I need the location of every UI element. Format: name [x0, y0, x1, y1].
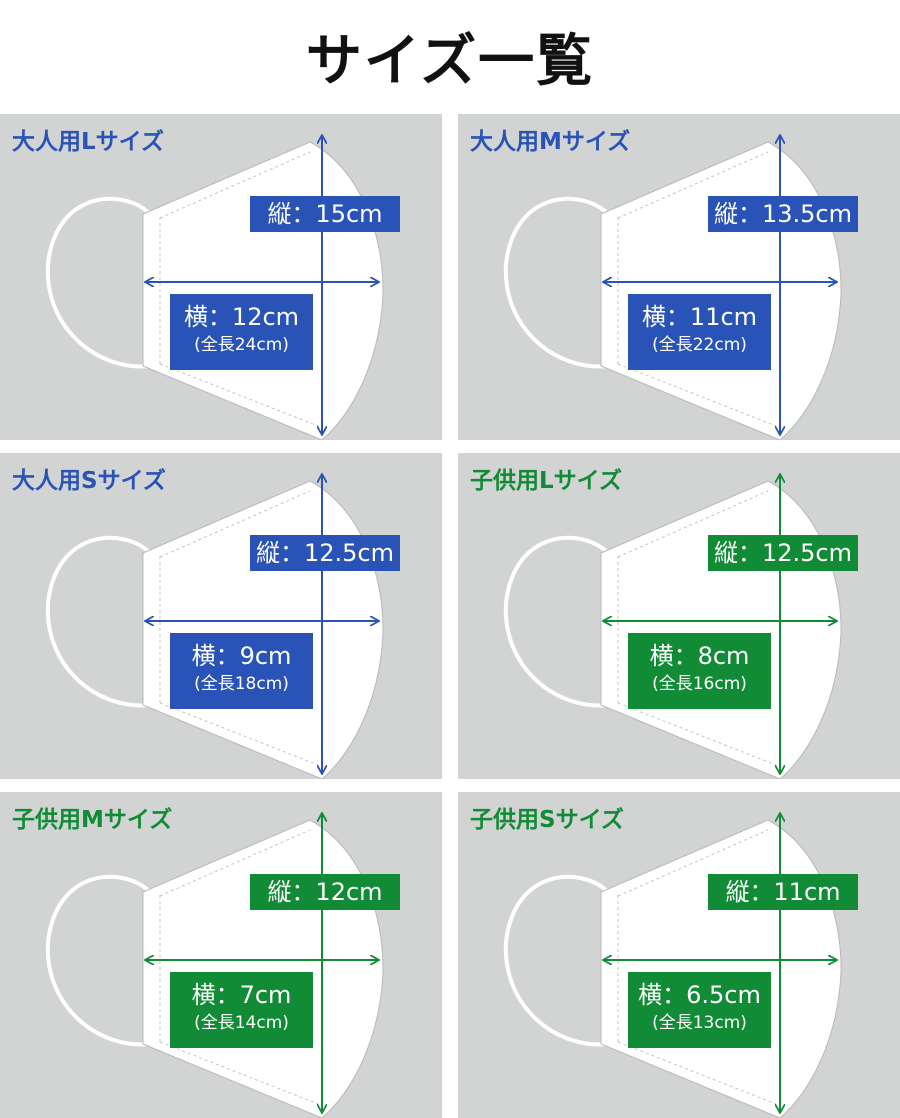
panel-title: 大人用Sサイズ	[12, 468, 166, 494]
ear-loop	[503, 874, 611, 1047]
mask-illustration	[45, 114, 384, 440]
ear-loop	[45, 874, 153, 1047]
panel-title: 大人用Lサイズ	[12, 129, 164, 155]
height-label: 縦：13.5cm	[708, 196, 858, 232]
mask-illustration	[503, 114, 842, 440]
size-panel: 大人用Lサイズ 縦：15cm 横：12cm (全長24cm)	[0, 114, 442, 440]
mask-illustration	[503, 453, 842, 779]
width-label: 横：11cm (全長22cm)	[628, 294, 771, 370]
panel-title: 子供用Mサイズ	[12, 807, 173, 833]
height-label: 縦：15cm	[250, 196, 400, 232]
mask-illustration	[45, 453, 384, 779]
panel-title: 子供用Sサイズ	[470, 807, 624, 833]
mask-body	[142, 480, 384, 779]
mask-body	[600, 141, 842, 440]
width-value: 横：8cm	[649, 642, 750, 670]
width-label: 横：9cm (全長18cm)	[170, 633, 313, 709]
mask-body	[142, 819, 384, 1118]
panel-title: 大人用Mサイズ	[470, 129, 631, 155]
width-label: 横：6.5cm (全長13cm)	[628, 972, 771, 1048]
width-label: 横：12cm (全長24cm)	[170, 294, 313, 370]
full-length-value: (全長16cm)	[652, 674, 747, 694]
full-length-value: (全長22cm)	[652, 335, 747, 355]
ear-loop	[503, 196, 611, 369]
full-length-value: (全長24cm)	[194, 335, 289, 355]
size-panel: 子供用Lサイズ 縦：12.5cm 横：8cm (全長16cm)	[458, 453, 900, 779]
size-panel: 子供用Mサイズ 縦：12cm 横：7cm (全長14cm)	[0, 792, 442, 1118]
page-title: サイズ一覧	[305, 29, 595, 94]
height-label: 縦：11cm	[708, 874, 858, 910]
mask-body	[142, 141, 384, 440]
size-panel: 子供用Sサイズ 縦：11cm 横：6.5cm (全長13cm)	[458, 792, 900, 1118]
size-panel: 大人用Sサイズ 縦：12.5cm 横：9cm (全長18cm)	[0, 453, 442, 779]
ear-loop	[45, 196, 153, 369]
width-label: 横：7cm (全長14cm)	[170, 972, 313, 1048]
width-value: 横：11cm	[641, 303, 758, 331]
panel-title: 子供用Lサイズ	[470, 468, 622, 494]
size-panel: 大人用Mサイズ 縦：13.5cm 横：11cm (全長22cm)	[458, 114, 900, 440]
mask-illustration	[503, 792, 842, 1118]
mask-illustration	[45, 792, 384, 1118]
mask-body	[600, 819, 842, 1118]
ear-loop	[503, 535, 611, 708]
width-value: 横：7cm	[191, 981, 292, 1009]
full-length-value: (全長14cm)	[194, 1013, 289, 1033]
full-length-value: (全長18cm)	[194, 674, 289, 694]
full-length-value: (全長13cm)	[652, 1013, 747, 1033]
height-label: 縦：12.5cm	[250, 535, 400, 571]
width-value: 横：12cm	[183, 303, 300, 331]
width-value: 横：9cm	[191, 642, 292, 670]
height-label: 縦：12.5cm	[708, 535, 858, 571]
width-label: 横：8cm (全長16cm)	[628, 633, 771, 709]
ear-loop	[45, 535, 153, 708]
width-value: 横：6.5cm	[638, 981, 761, 1009]
mask-body	[600, 480, 842, 779]
height-label: 縦：12cm	[250, 874, 400, 910]
